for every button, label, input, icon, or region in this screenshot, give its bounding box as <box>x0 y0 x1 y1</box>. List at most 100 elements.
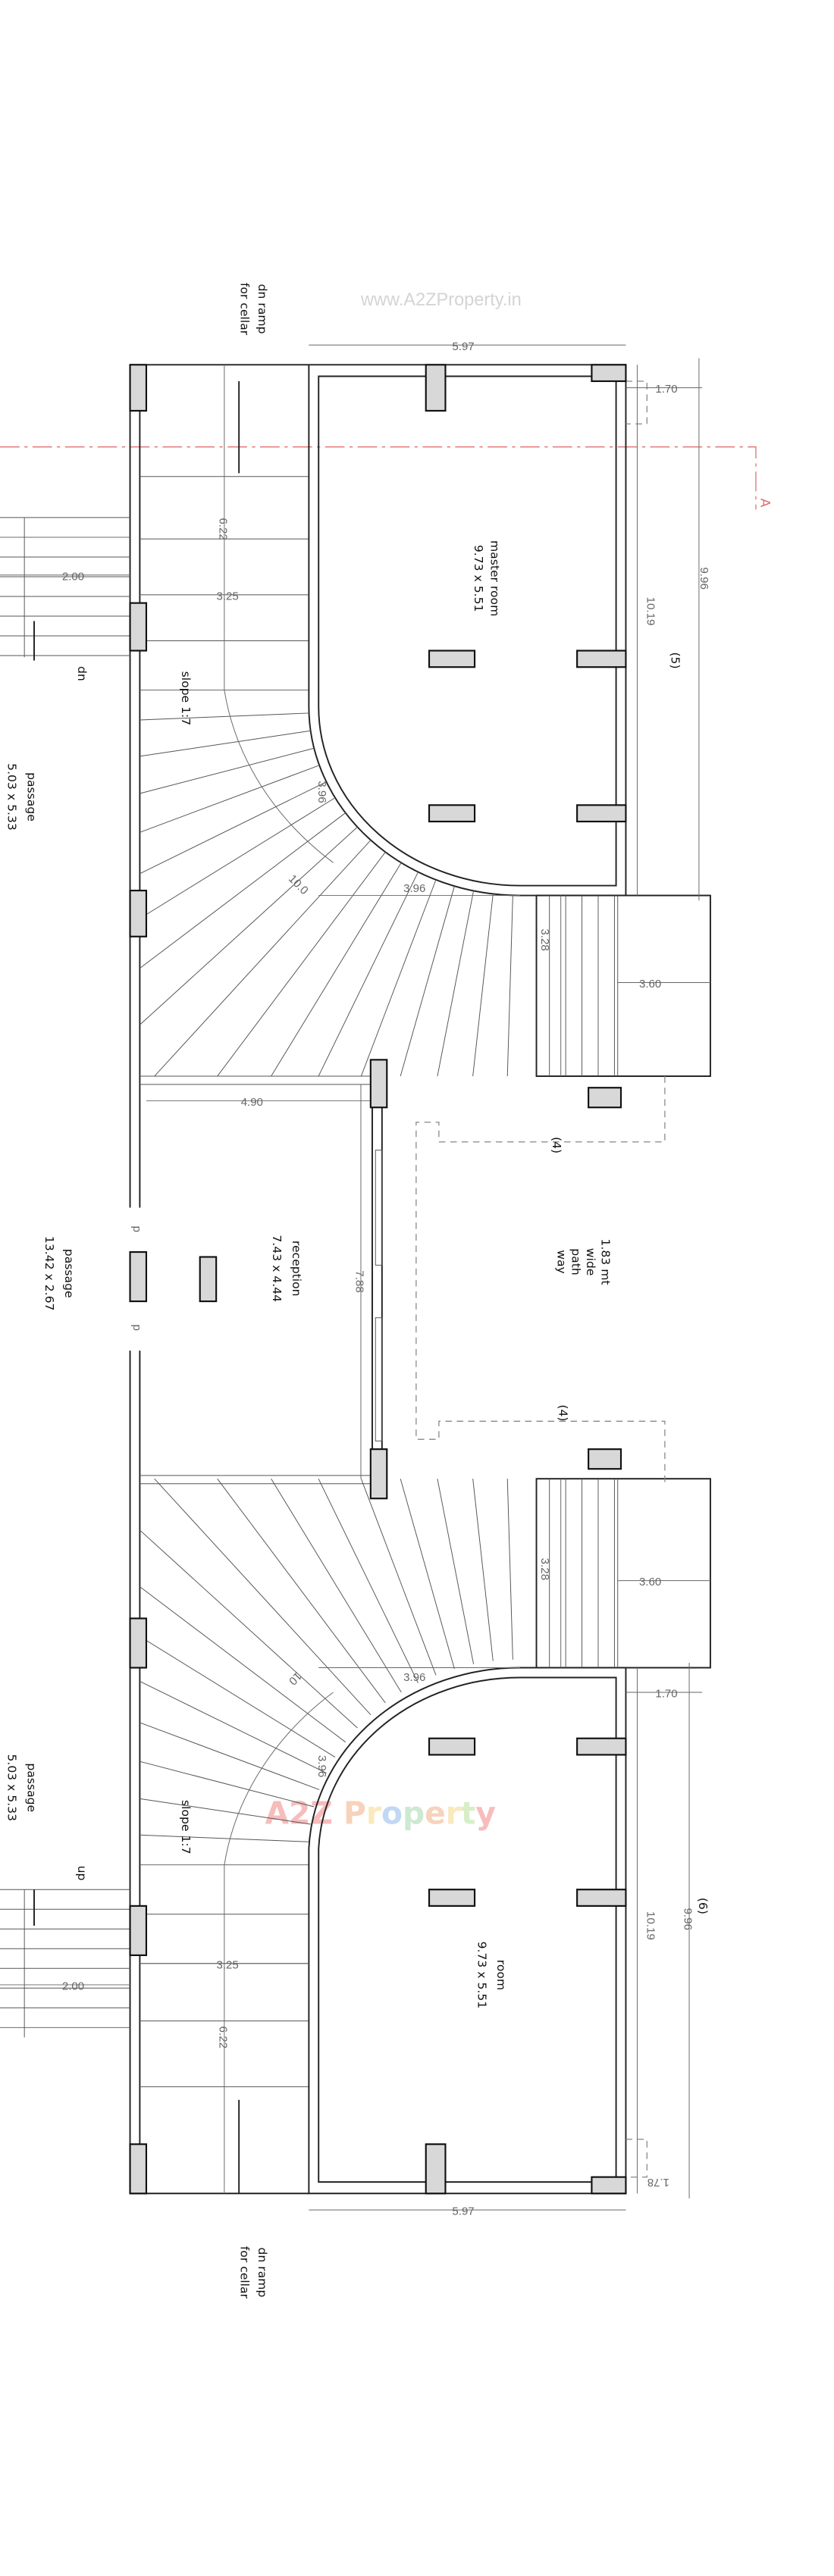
ramp-note: for cellar <box>237 2246 251 2299</box>
dim-label: 5.97 <box>452 340 474 353</box>
pathway-tag: (4) <box>557 1404 570 1421</box>
reception-wall <box>372 1084 383 1479</box>
dim-label: 3.60 <box>639 978 661 991</box>
ramp-tread <box>318 1478 419 1683</box>
column <box>129 1905 148 1957</box>
dim-label: 3.25 <box>217 1958 239 1971</box>
ramp-tread <box>140 1722 320 1790</box>
passage-stairs <box>0 517 130 2038</box>
ramp-tread <box>140 781 327 875</box>
ramp-tread <box>140 826 358 1025</box>
dim-label: 3.96 <box>315 781 328 803</box>
column <box>369 1059 388 1109</box>
master-room-size: 9.73 x 5.51 <box>472 545 485 612</box>
room-walls <box>308 1667 627 2195</box>
ramp-tread <box>140 1798 311 1825</box>
slope-note: slope 1:7 <box>179 671 193 726</box>
ramp-tread <box>506 895 513 1077</box>
ramp-note: dn ramp <box>256 2247 269 2297</box>
dim-label: 7.88 <box>353 1270 366 1293</box>
ramp-tread <box>400 886 455 1077</box>
passage-main-name: passage <box>62 1249 76 1298</box>
column <box>199 1256 218 1303</box>
ramp-tread <box>140 1834 309 1842</box>
dim-label: 10 <box>286 1670 304 1688</box>
dim-label: 9.96 <box>682 1908 694 1930</box>
ramp-tread <box>154 840 372 1077</box>
ramp-tread <box>437 890 475 1077</box>
ramp-tread <box>217 851 386 1077</box>
column <box>129 1250 148 1303</box>
ramp-tread <box>154 1478 372 1716</box>
column <box>129 1617 148 1669</box>
dim-label: 1.70 <box>655 1687 677 1700</box>
dn-note: dn <box>75 666 89 681</box>
door-mark: p <box>130 1225 143 1232</box>
passage-main-size: 13.42 x 2.67 <box>42 1236 56 1311</box>
passage-top-size: 5.03 x 5.33 <box>5 763 19 831</box>
ramp-tread <box>140 1635 336 1758</box>
section-line <box>0 446 757 510</box>
spiral-ramp-treads <box>140 712 513 1842</box>
dim-label: 6.22 <box>216 518 229 540</box>
brand-watermark-letter: p <box>403 1795 425 1831</box>
brand-watermark-letter <box>333 1795 343 1831</box>
ramp-tread <box>140 812 346 969</box>
slope-note: slope 1:7 <box>179 1800 193 1855</box>
pathway-outline <box>415 1076 666 1488</box>
dim-label: 10.19 <box>644 597 657 626</box>
dim-label: 3.28 <box>538 1558 551 1581</box>
column <box>588 1448 622 1470</box>
ramp-tread <box>140 797 336 919</box>
ramp-tread <box>140 712 309 721</box>
dim-label: 3.25 <box>217 590 239 603</box>
dim-label: 4.90 <box>241 1096 263 1109</box>
ramp-tread <box>472 894 494 1077</box>
brand-watermark: A2Z Property <box>265 1795 495 1831</box>
site-watermark: www.A2ZProperty.in <box>360 290 522 310</box>
column <box>129 602 148 652</box>
column <box>425 2143 447 2195</box>
dashed-outline <box>626 380 647 2178</box>
dim-label: 3.96 <box>403 882 425 895</box>
dim-label: 9.96 <box>698 567 710 590</box>
column <box>591 364 627 383</box>
brand-watermark-letter: r <box>366 1795 382 1831</box>
dim-label: 3.28 <box>538 928 551 951</box>
ramp-tread <box>506 1479 513 1660</box>
column <box>129 889 148 937</box>
room-name: room <box>494 1960 508 1990</box>
ramp-tread <box>140 730 311 757</box>
dim-label: 2.00 <box>62 1980 84 1992</box>
ramp-note: for cellar <box>237 283 251 336</box>
brand-watermark-letter: t <box>461 1795 475 1831</box>
dim-label: 1.78 <box>647 2176 669 2189</box>
dim-label: 2.00 <box>62 570 84 583</box>
passage-bottom-size: 5.03 x 5.33 <box>5 1754 19 1821</box>
reception-size: 7.43 x 4.44 <box>270 1235 284 1302</box>
brand-watermark-letter: r <box>446 1795 462 1831</box>
section-label: A <box>757 498 772 507</box>
column <box>588 1087 622 1109</box>
column <box>129 2143 148 2195</box>
room-tag: (6) <box>696 1898 710 1914</box>
passage-bottom-name: passage <box>24 1763 38 1812</box>
master-room-walls <box>308 364 627 897</box>
dim-label: 3.60 <box>639 1576 661 1588</box>
brand-watermark-letter: P <box>343 1795 366 1831</box>
column <box>428 804 476 823</box>
column <box>369 1448 388 1500</box>
dim-label: 1.70 <box>655 383 677 396</box>
ramp-tread <box>360 1479 437 1676</box>
stair-block-bottom <box>535 1478 711 1669</box>
ramp-lines <box>140 476 382 2087</box>
room-size: 9.73 x 5.51 <box>475 1942 488 2009</box>
pathway-line: path <box>569 1248 583 1275</box>
brand-watermark-letter: o <box>381 1795 403 1831</box>
reception-name: reception <box>290 1241 303 1297</box>
ramp-tread <box>140 765 320 833</box>
ramp-tread <box>271 1478 402 1693</box>
column <box>425 364 447 412</box>
columns <box>129 364 627 2195</box>
